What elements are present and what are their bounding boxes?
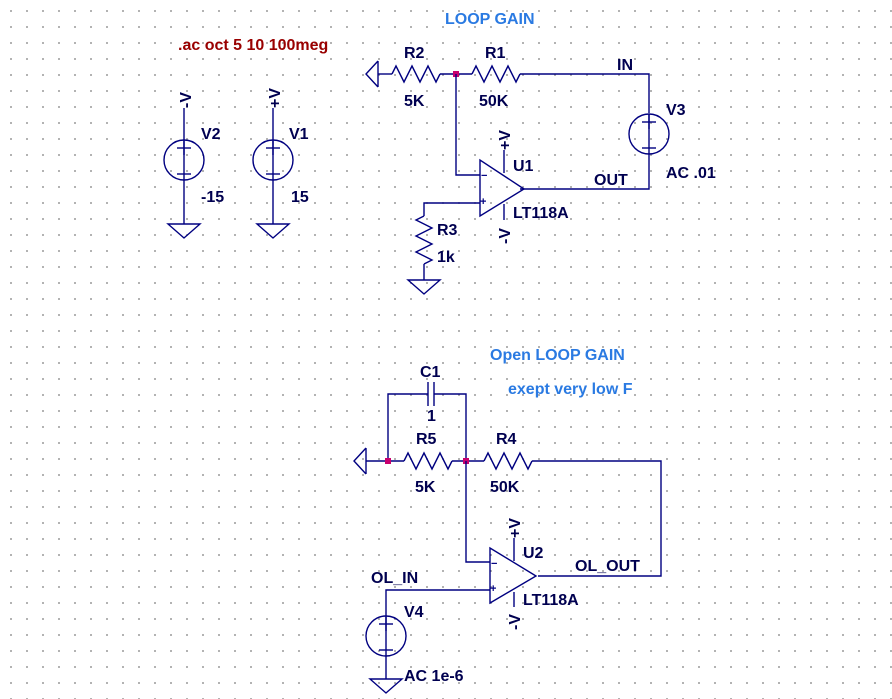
ol-in-label: OL_IN (371, 570, 418, 587)
r3-resistor[interactable] (414, 215, 434, 265)
u2-vpos-label: +V (507, 518, 524, 538)
svg-text:+: + (480, 196, 486, 208)
v2-ground-symbol (166, 223, 202, 239)
r4-value: 50K (490, 479, 520, 496)
c1-value: 1 (427, 408, 436, 425)
v1-rail-label: +V (267, 88, 284, 108)
r5-name: R5 (416, 431, 437, 448)
r4-resistor[interactable] (483, 451, 533, 471)
u1-vneg-label: -V (497, 228, 514, 244)
u1-vpos-label: +V (497, 130, 514, 150)
u2-part: LT118A (523, 592, 579, 609)
u2-name: U2 (523, 545, 544, 562)
v4-name: V4 (404, 604, 424, 621)
v3-value: AC .01 (666, 165, 716, 182)
v3-name: V3 (666, 102, 686, 119)
ol-out-label: OL_OUT (575, 558, 640, 575)
u1-name: U1 (513, 158, 534, 175)
v4-value: AC 1e-6 (404, 668, 464, 685)
v1-value: 15 (291, 189, 309, 206)
u2-opamp[interactable]: − + (489, 538, 538, 607)
u1-opamp[interactable]: − + (479, 150, 526, 220)
c1-left-junction (385, 458, 391, 464)
r2-name: R2 (404, 45, 425, 62)
open-loop-gain-comment[interactable]: Open LOOP GAIN (490, 347, 625, 364)
c1-name: C1 (420, 364, 441, 381)
net-in-label: IN (617, 57, 633, 74)
v3-source[interactable] (628, 113, 670, 155)
net-out-label: OUT (594, 172, 628, 189)
v4-ground-symbol (368, 678, 404, 694)
except-note-comment[interactable]: exept very low F (508, 381, 633, 398)
svg-text:−: − (491, 558, 497, 570)
v1-ground-symbol (255, 223, 291, 239)
u2-vneg-label: -V (507, 614, 524, 630)
r2-resistor[interactable] (391, 64, 441, 84)
u1-part: LT118A (513, 205, 569, 222)
ac-directive[interactable]: .ac oct 5 10 100meg (178, 37, 328, 54)
svg-text:+: + (490, 583, 496, 595)
loop-gain-comment[interactable]: LOOP GAIN (445, 11, 535, 28)
svg-text:−: − (481, 170, 487, 182)
r5-ground-symbol (353, 447, 367, 475)
r1-name: R1 (485, 45, 506, 62)
r1-resistor[interactable] (471, 64, 521, 84)
r3-value: 1k (437, 249, 455, 266)
r2-value: 5K (404, 93, 425, 110)
v4-source[interactable] (365, 615, 407, 657)
r3-name: R3 (437, 222, 458, 239)
v2-source[interactable] (163, 108, 205, 239)
r5-value: 5K (415, 479, 436, 496)
r3-ground-symbol (406, 279, 442, 295)
r1-value: 50K (479, 93, 509, 110)
v2-rail-label: -V (178, 92, 195, 108)
r5-resistor[interactable] (403, 451, 453, 471)
v1-name: V1 (289, 126, 309, 143)
r4-name: R4 (496, 431, 517, 448)
v2-value: -15 (201, 189, 224, 206)
v2-name: V2 (201, 126, 221, 143)
r2-ground-symbol (365, 60, 379, 88)
v1-source[interactable] (252, 108, 294, 239)
